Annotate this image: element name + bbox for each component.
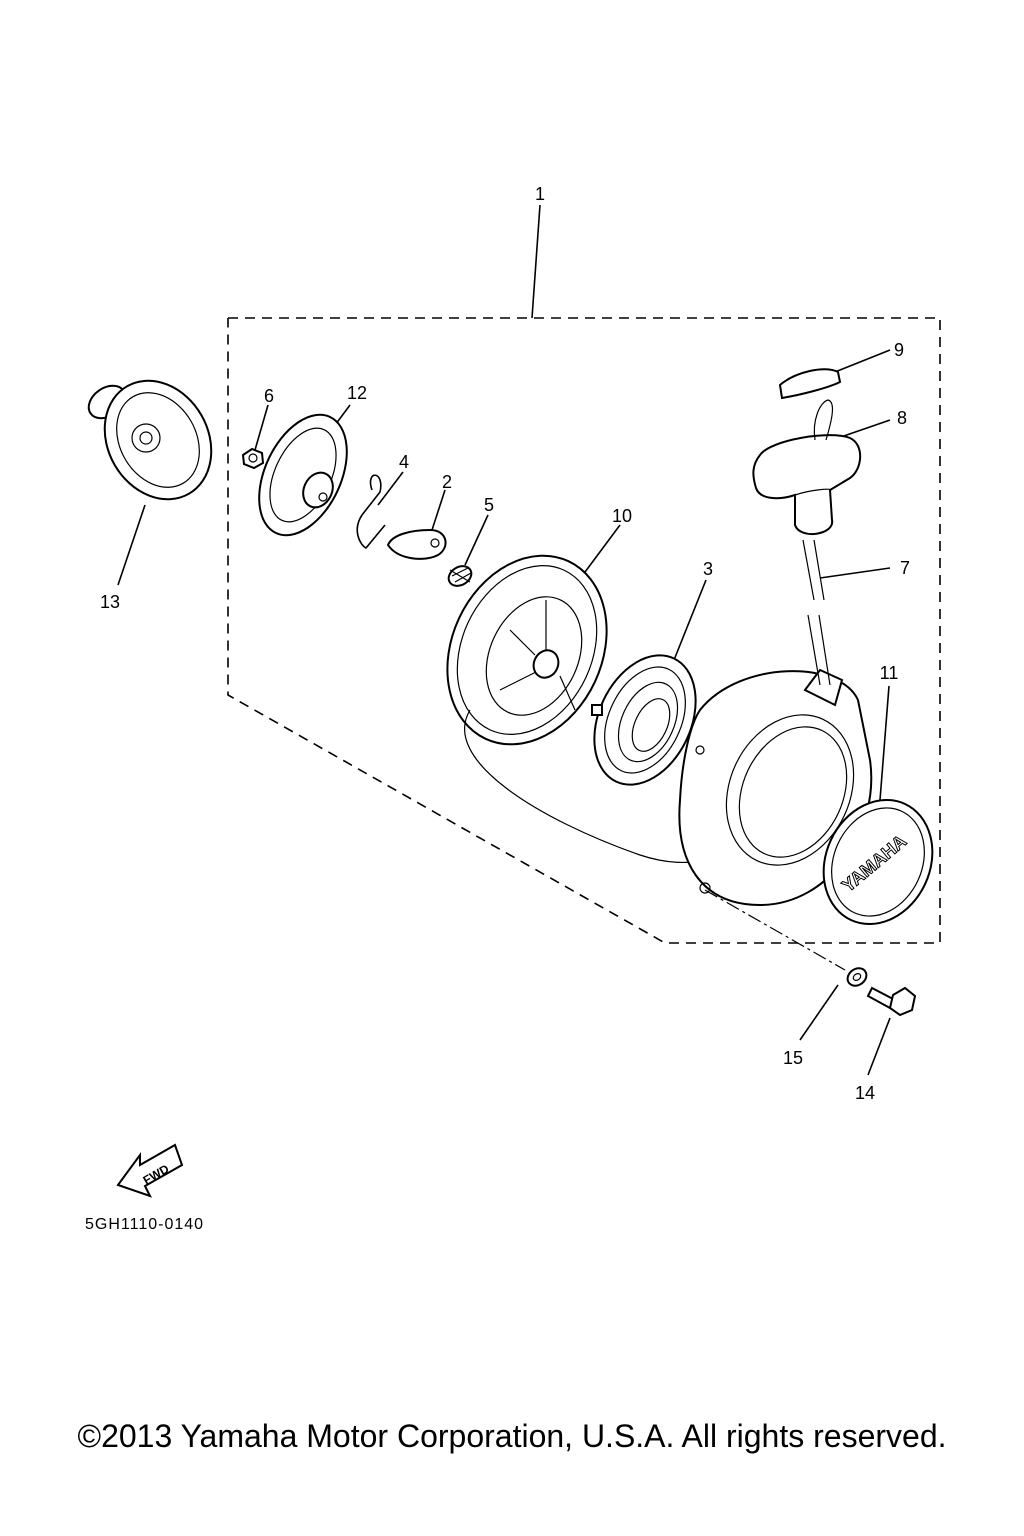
copyright-notice: ©2013 Yamaha Motor Corporation, U.S.A. A… xyxy=(77,1418,947,1454)
callout-4: 4 xyxy=(399,452,409,472)
axis-line xyxy=(704,889,846,971)
callout-3: 3 xyxy=(703,559,713,579)
drawing-code: 5GH1110-0140 xyxy=(85,1216,204,1233)
callout-labels: 1 2 3 4 5 6 7 8 9 10 11 12 13 14 15 xyxy=(100,184,910,1103)
part-12-plate xyxy=(258,413,348,537)
callout-12: 12 xyxy=(347,383,367,403)
callout-13: 13 xyxy=(100,592,120,612)
part-15-washer xyxy=(846,967,868,987)
part-10-reel xyxy=(446,554,608,746)
starter-rope xyxy=(464,709,691,864)
part-7-rope xyxy=(802,539,831,686)
part-11-starter-case xyxy=(678,668,873,907)
part-5-spring xyxy=(447,565,473,587)
callout-9: 9 xyxy=(894,340,904,360)
part-2-pawl xyxy=(386,528,447,560)
callout-7: 7 xyxy=(900,558,910,578)
part-4-spring-clip xyxy=(356,474,386,550)
callout-11: 11 xyxy=(880,663,899,683)
callout-6: 6 xyxy=(264,386,274,406)
callout-1: 1 xyxy=(535,184,545,204)
callout-15: 15 xyxy=(783,1048,803,1068)
part-9-cap xyxy=(778,368,842,400)
assembly-boundary xyxy=(227,317,941,944)
callout-14: 14 xyxy=(855,1083,875,1103)
callout-10: 10 xyxy=(612,506,632,526)
callout-8: 8 xyxy=(897,408,907,428)
leader-lines xyxy=(117,204,891,1076)
callout-2: 2 xyxy=(442,472,452,492)
part-13-drive-pulley xyxy=(87,379,213,501)
part-6-nut xyxy=(241,447,265,470)
part-11-cover: YAMAHA xyxy=(822,798,934,926)
part-3-recoil-spring xyxy=(591,654,697,786)
fwd-arrow-icon: FWD xyxy=(116,1143,184,1198)
callout-5: 5 xyxy=(484,495,494,515)
part-14-bolt xyxy=(866,986,917,1017)
part-8-handle xyxy=(752,399,862,536)
